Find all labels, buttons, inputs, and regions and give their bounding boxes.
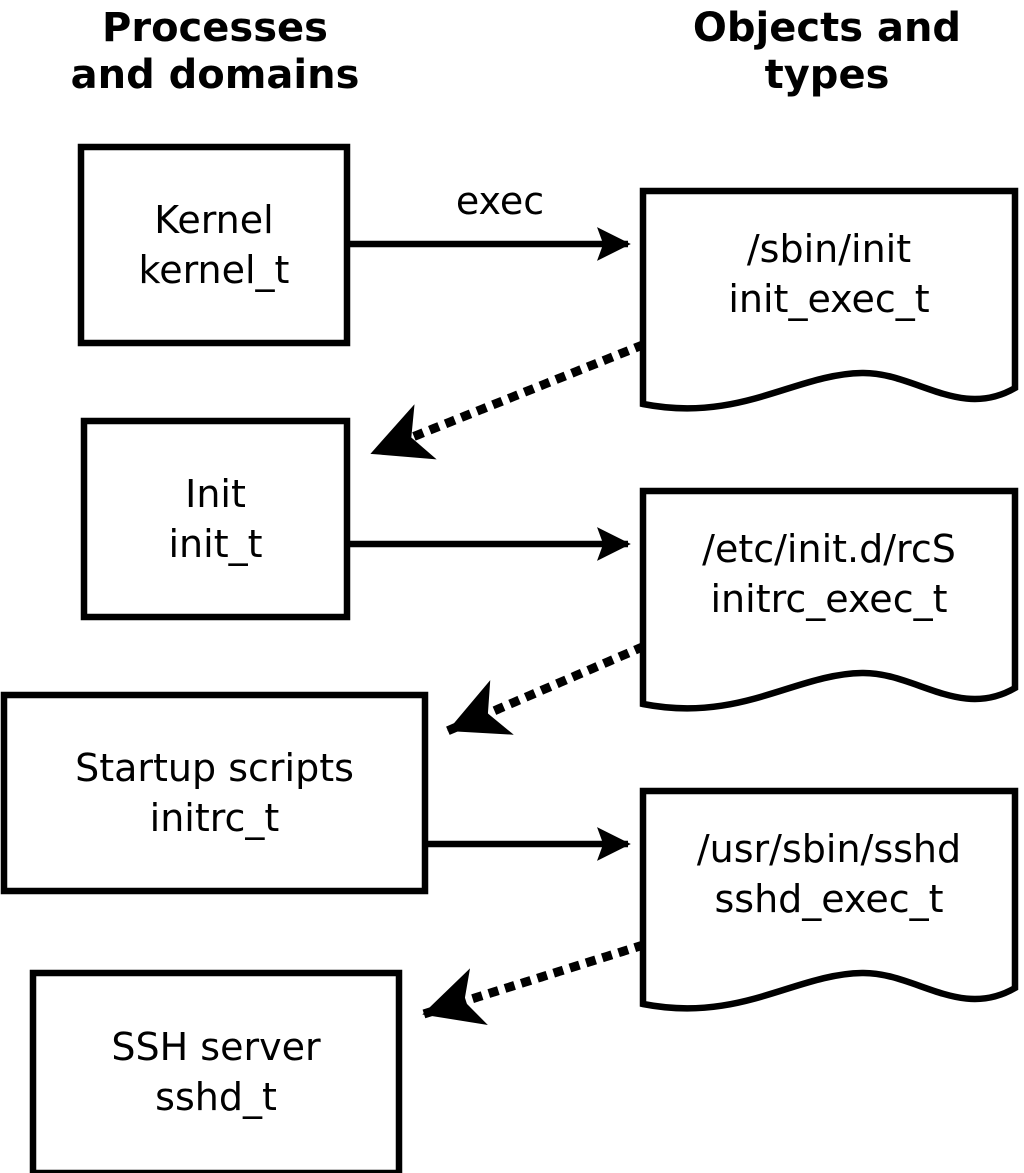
object-node-init-exec[interactable] — [643, 191, 1015, 416]
object-node-sshd-exec-shape[interactable] — [639, 787, 1019, 1012]
column-header-objects-and-types: Objects and types — [692, 5, 962, 98]
process-node-kernel[interactable] — [81, 147, 347, 343]
process-node-init[interactable] — [84, 421, 347, 617]
process-node-initrc-shape[interactable] — [0, 691, 429, 895]
process-node-init-shape[interactable] — [80, 417, 351, 621]
edge-initrc-exec-transitions-initrc[interactable] — [446, 642, 646, 735]
object-node-initrc-exec-shape[interactable] — [639, 487, 1019, 712]
process-node-sshd-shape[interactable] — [29, 969, 403, 1173]
process-node-sshd[interactable] — [33, 973, 399, 1173]
edge-init-exec-transitions-init[interactable] — [369, 340, 646, 460]
edge-sshd-exec-transitions-sshd[interactable] — [421, 940, 646, 1025]
process-node-initrc[interactable] — [4, 695, 425, 891]
column-header-processes-and-domains: Processes and domains — [70, 5, 360, 98]
process-node-kernel-shape[interactable] — [77, 143, 351, 347]
object-node-init-exec-shape[interactable] — [639, 187, 1019, 412]
object-node-sshd-exec[interactable] — [643, 791, 1015, 1016]
edge-label-exec: exec — [455, 179, 545, 223]
object-node-initrc-exec[interactable] — [643, 491, 1015, 716]
